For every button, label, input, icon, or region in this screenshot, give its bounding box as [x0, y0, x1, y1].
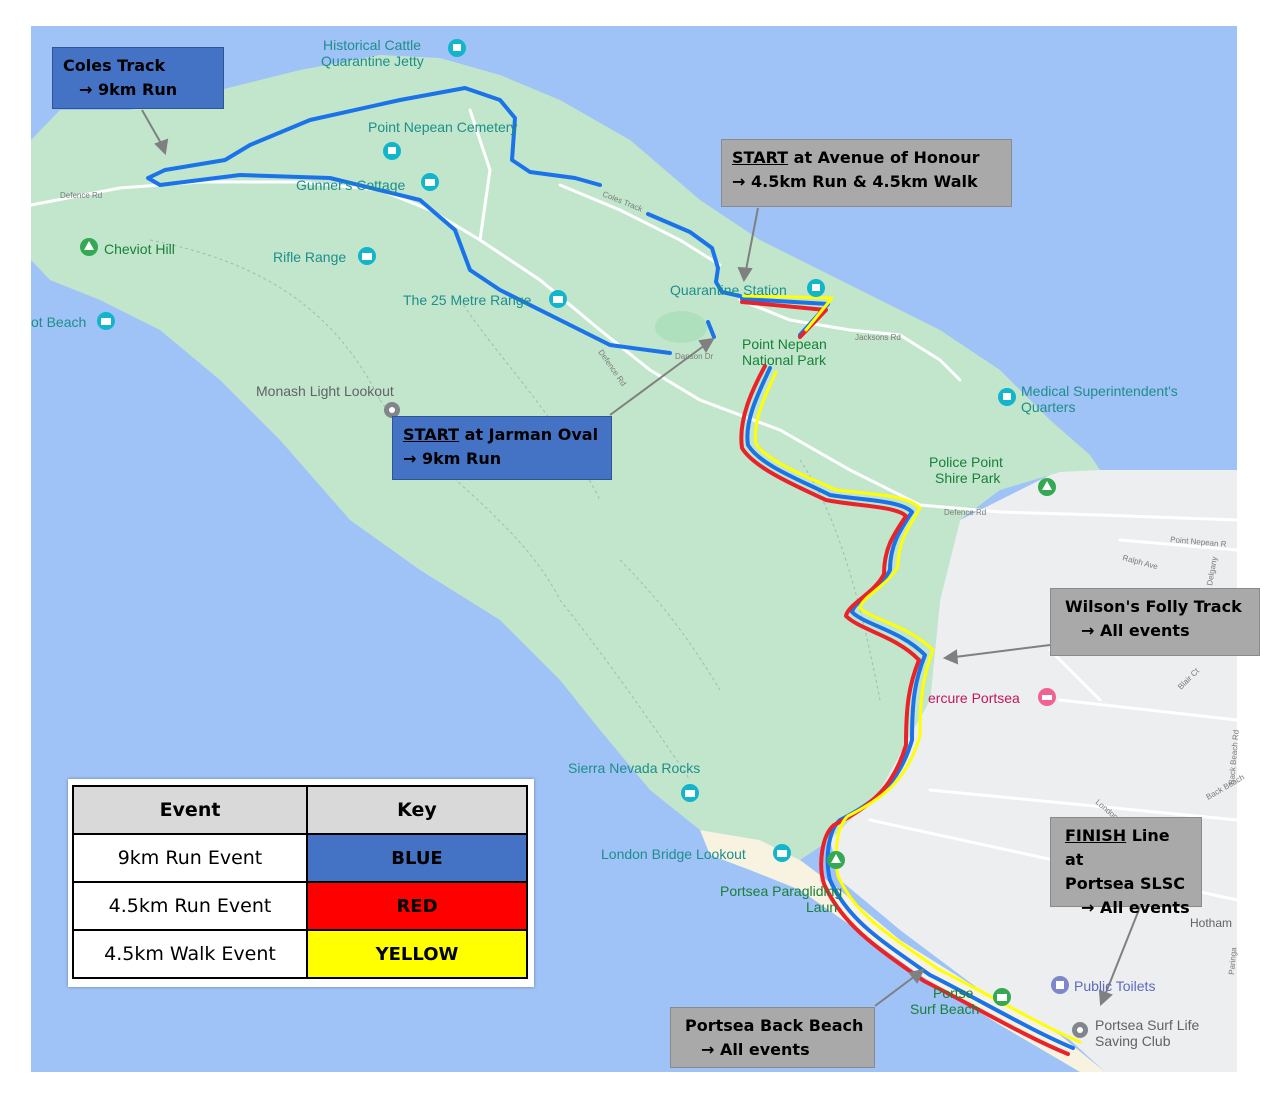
- camera-poi-icon: [993, 988, 1011, 1006]
- callout-start-jarman: START at Jarman Oval → 9km Run: [392, 416, 612, 480]
- route-4.5km-walk: [742, 294, 1082, 1044]
- callout-wilsons-folly: Wilson's Folly Track → All events: [1050, 588, 1260, 656]
- callout-avenue-sub: → 4.5km Run & 4.5km Walk: [732, 172, 978, 191]
- callout-finish-line2: Portsea SLSC: [1065, 874, 1185, 893]
- toilets-icon: [1051, 976, 1069, 994]
- museum-icon: [448, 39, 466, 57]
- callout-finish-title: Line at: [1065, 826, 1170, 869]
- label-quarantine-jetty: Quarantine Jetty: [321, 53, 424, 69]
- label-police-point: Police Point: [929, 454, 1003, 470]
- location-pin-icon: [384, 402, 400, 418]
- camera-poi-icon: [549, 290, 567, 308]
- legend-row: 4.5km Walk Event YELLOW: [72, 929, 528, 979]
- road-paringa: Paringa: [1227, 946, 1238, 975]
- legend-key-swatch: RED: [306, 881, 528, 931]
- label-portsea-surf-life: Portsea Surf Life: [1095, 1017, 1199, 1033]
- label-sierra-nevada-rocks: Sierra Nevada Rocks: [568, 760, 700, 776]
- legend-event-label: 4.5km Walk Event: [72, 929, 308, 979]
- label-london-bridge-lookout: London Bridge Lookout: [601, 846, 746, 862]
- legend-row: 4.5km Run Event RED: [72, 881, 528, 931]
- poi-icons: [80, 39, 1088, 1038]
- label-gunners-cottage: Gunner's Cottage: [296, 177, 406, 193]
- label-mercure-portsea: ercure Portsea: [928, 690, 1020, 706]
- label-launch: Laun: [806, 899, 837, 915]
- label-monash-light-lookout: Monash Light Lookout: [256, 383, 394, 399]
- place-labels: Historical Cattle Quarantine Jetty Point…: [31, 37, 1232, 1049]
- callout-wilsons-title: Wilson's Folly Track: [1065, 597, 1242, 616]
- museum-icon: [807, 279, 825, 297]
- label-historical-cattle: Historical Cattle: [323, 37, 421, 53]
- callout-avenue-start: START: [732, 148, 789, 167]
- location-pin-icon: [1072, 1022, 1088, 1038]
- legend-event-label: 9km Run Event: [72, 833, 308, 883]
- legend-header-event: Event: [72, 785, 308, 835]
- road-danson-dr: Danson Dr: [675, 352, 714, 361]
- label-public-toilets: Public Toilets: [1074, 978, 1155, 994]
- label-portsea-paragliding: Portsea Paragliding: [720, 883, 842, 899]
- callout-finish: FINISH Line at Portsea SLSC → All events: [1050, 817, 1202, 917]
- label-national-park: National Park: [742, 352, 827, 368]
- tree-icon: [1038, 478, 1056, 496]
- callout-coles-track: Coles Track → 9km Run: [52, 47, 224, 109]
- road-defence-rd-east: Defence Rd: [944, 508, 986, 517]
- legend-row: 9km Run Event BLUE: [72, 833, 528, 883]
- road-defence-rd-west: Defence Rd: [60, 191, 102, 200]
- camera-poi-icon: [681, 784, 699, 802]
- label-cheviot-hill: Cheviot Hill: [104, 241, 175, 257]
- museum-icon: [998, 388, 1016, 406]
- label-25-metre-range: The 25 Metre Range: [403, 292, 532, 308]
- camera-poi-icon: [97, 312, 115, 330]
- label-saving-club: Saving Club: [1095, 1033, 1171, 1049]
- legend-event-label: 4.5km Run Event: [72, 881, 308, 931]
- label-point-nepean: Point Nepean: [742, 336, 827, 352]
- route-9km-run: [146, 86, 1075, 1050]
- camera-poi-icon: [358, 247, 376, 265]
- label-hotham: Hotham: [1190, 916, 1232, 930]
- jarman-oval: [655, 311, 707, 343]
- beach-sand: [700, 830, 1105, 1072]
- tree-icon: [80, 238, 98, 256]
- label-rifle-range: Rifle Range: [273, 249, 346, 265]
- label-portsea-surf-beach-1: Portse: [933, 985, 974, 1001]
- legend-key-swatch: YELLOW: [306, 929, 528, 979]
- callout-avenue-title: at Avenue of Honour: [788, 148, 980, 167]
- callout-finish-sub: → All events: [1081, 898, 1190, 917]
- callout-jarman-title: at Jarman Oval: [459, 425, 599, 444]
- callout-jarman-sub: → 9km Run: [403, 449, 502, 468]
- museum-icon: [383, 142, 401, 160]
- label-quarantine-station: Quarantine Station: [670, 282, 787, 298]
- callout-jarman-start: START: [403, 425, 460, 444]
- callout-back-beach: Portsea Back Beach → All events: [670, 1007, 875, 1068]
- label-medical-superintendent: Medical Superintendent's: [1021, 383, 1178, 399]
- tree-icon: [827, 851, 845, 869]
- callout-finish-underline: FINISH: [1065, 826, 1127, 845]
- callout-coles-title: Coles Track: [63, 56, 166, 75]
- legend-key-swatch: BLUE: [306, 833, 528, 883]
- callout-coles-sub: → 9km Run: [79, 80, 178, 99]
- callout-backbeach-sub: → All events: [701, 1040, 810, 1059]
- legend: Event Key 9km Run Event BLUE 4.5km Run E…: [68, 779, 534, 987]
- label-point-nepean-cemetery: Point Nepean Cemetery: [368, 119, 517, 135]
- callout-start-avenue: START at Avenue of Honour → 4.5km Run & …: [721, 139, 1012, 207]
- hotel-icon: [1038, 688, 1056, 706]
- road-jacksons-rd: Jacksons Rd: [855, 333, 901, 342]
- legend-table: Event Key 9km Run Event BLUE 4.5km Run E…: [72, 785, 528, 979]
- camera-poi-icon: [773, 844, 791, 862]
- legend-header-key: Key: [306, 785, 528, 835]
- label-quarters: Quarters: [1021, 399, 1075, 415]
- label-cheviot-beach: ot Beach: [31, 314, 86, 330]
- callout-wilsons-sub: → All events: [1081, 621, 1190, 640]
- camera-poi-icon: [421, 173, 439, 191]
- label-shire-park: Shire Park: [935, 470, 1001, 486]
- label-portsea-surf-beach-2: Surf Beach: [910, 1001, 979, 1017]
- callout-backbeach-title: Portsea Back Beach: [685, 1016, 864, 1035]
- callout-arrows: [141, 109, 1141, 1007]
